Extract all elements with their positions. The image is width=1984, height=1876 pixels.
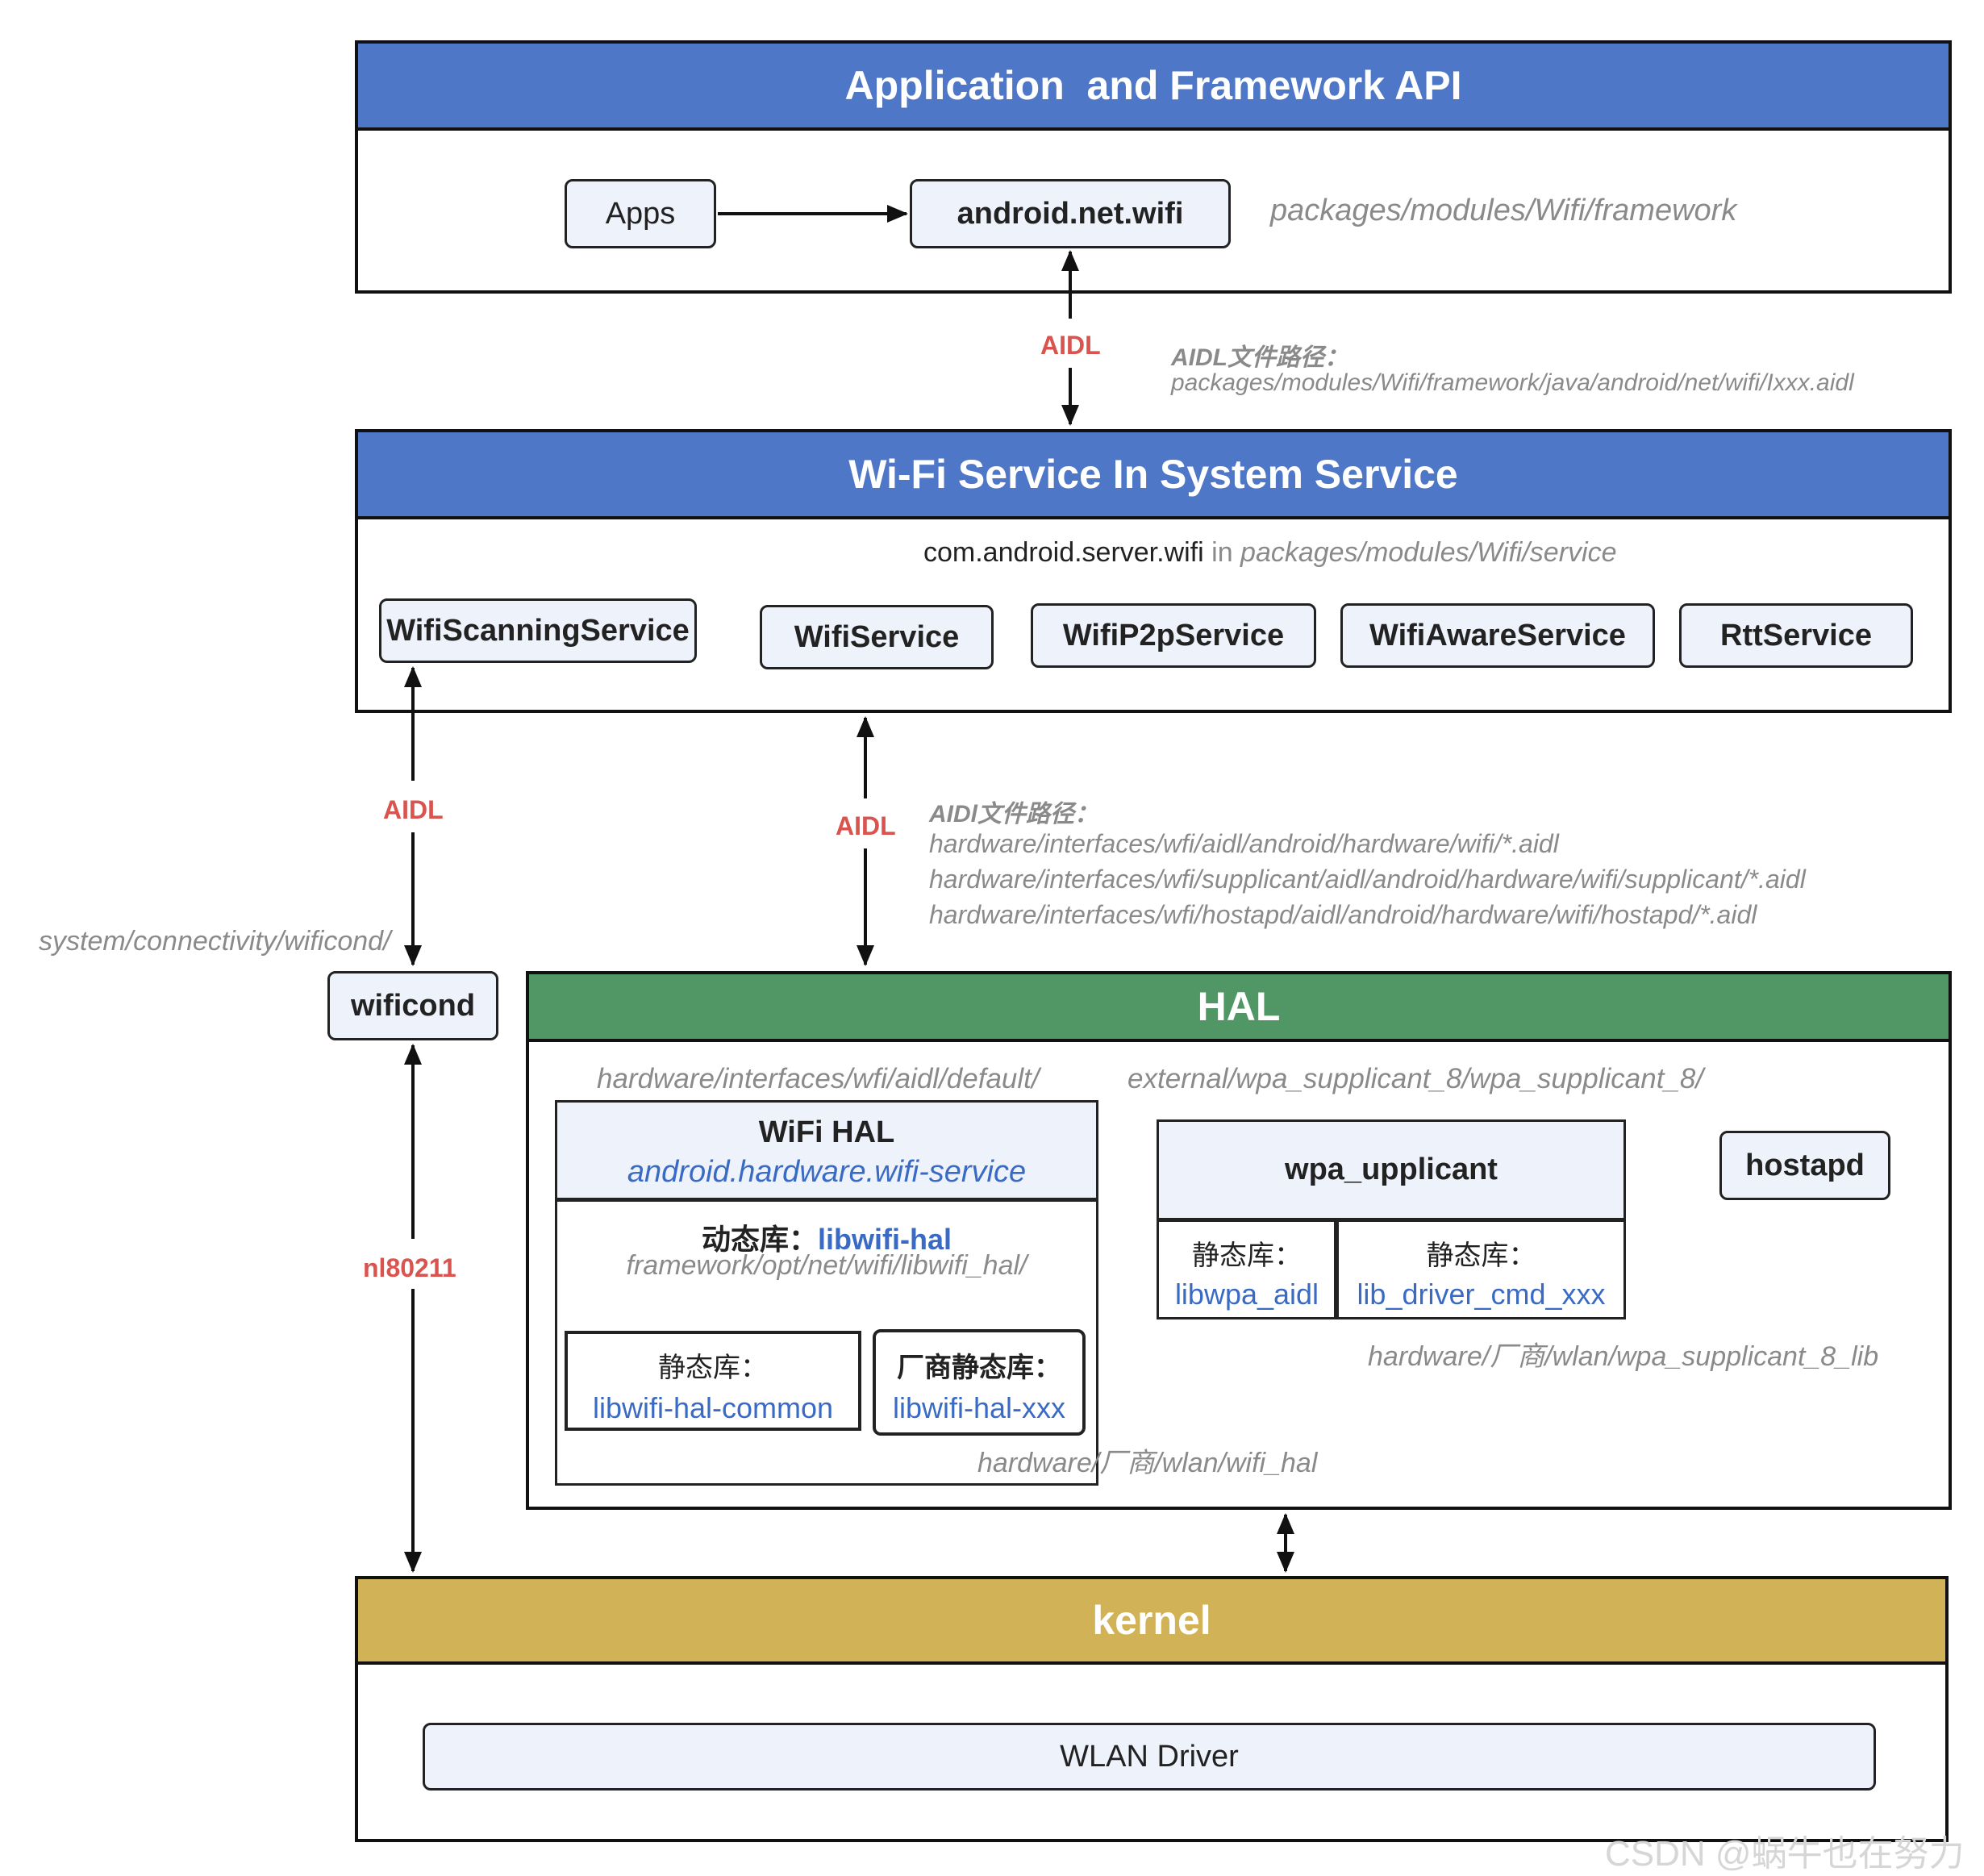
static-lib-name: libwifi-hal-common [592, 1391, 834, 1424]
vendor-lib-name: libwifi-hal-xxx [892, 1391, 1066, 1424]
watermark: CSDN @蜗牛也在努力 [1605, 1834, 1965, 1874]
wifi-hal-service: android.hardware.wifi-service [627, 1155, 1027, 1189]
hal-layer-title: HAL [526, 971, 1952, 1042]
aidl-note-path-3: hardware/interfaces/wfi/hostapd/aidl/and… [929, 900, 1757, 929]
wifi-hal-path: hardware/interfaces/wfi/aidl/default/ [597, 1063, 1040, 1094]
android-net-wifi-label: android.net.wifi [957, 196, 1184, 231]
service-box-wifiservice: WifiService [760, 605, 994, 669]
service-in-word: in [1203, 537, 1241, 568]
wpa-static1-label: 静态库： [1192, 1240, 1302, 1271]
wpa-static1-name: libwpa_aidl [1174, 1278, 1319, 1311]
service-package-path: packages/modules/Wifi/service [1240, 537, 1617, 568]
wpa-title: wpa_upplicant [1285, 1153, 1498, 1186]
hostapd-box: hostapd [1719, 1131, 1890, 1200]
static-lib-label: 静态库： [658, 1353, 768, 1383]
service-label-wifip2p: WifiP2pService [1062, 618, 1285, 652]
app-layer-title-text: Application and Framework API [844, 63, 1462, 108]
wpa-path: external/wpa_supplicant_8/wpa_supplicant… [1127, 1063, 1704, 1094]
wificond-path: system/connectivity/wificond/ [39, 926, 391, 957]
vendor-lib-box: 厂商静态库： libwifi-hal-xxx [873, 1329, 1086, 1436]
nl80211-label: nl80211 [363, 1253, 456, 1282]
service-layer-title-text: Wi-Fi Service In System Service [848, 452, 1458, 497]
apps-label: Apps [605, 196, 676, 231]
app-layer-title: Application and Framework API [355, 40, 1952, 131]
apps-box: Apps [565, 179, 716, 248]
aidl-note-path-2: hardware/interfaces/wfi/supplicant/aidl/… [929, 865, 1806, 894]
service-package-line: com.android.server.wifi in packages/modu… [923, 537, 1616, 569]
wpa-static2-box: 静态库： lib_driver_cmd_xxx [1334, 1219, 1626, 1319]
static-lib-box: 静态库： libwifi-hal-common [565, 1331, 861, 1431]
dyn-lib-line: 动态库：libwifi-hal [555, 1216, 1098, 1258]
vendor-wifi-hal-path: hardware/厂商/wlan/wifi_hal [977, 1448, 1318, 1478]
dyn-lib-prefix: 动态库： [701, 1223, 818, 1256]
wlan-driver-box: WLAN Driver [423, 1723, 1876, 1791]
vendor-lib-label: 厂商静态库： [897, 1353, 1061, 1383]
aidl-note-path-top: packages/modules/Wifi/framework/java/and… [1171, 369, 1854, 396]
service-box-rtt: RttService [1679, 603, 1913, 668]
framework-path: packages/modules/Wifi/framework [1270, 194, 1737, 227]
aidl-note-title-top: AIDL文件路径： [1171, 344, 1348, 371]
dyn-lib-path: framework/opt/net/wifi/libwifi_hal/ [626, 1250, 1027, 1281]
hal-layer-title-text: HAL [1197, 984, 1281, 1029]
service-package: com.android.server.wifi [923, 537, 1204, 568]
service-label-rtt: RttService [1720, 618, 1872, 652]
kernel-layer-title: kernel [355, 1576, 1949, 1665]
kernel-layer-title-text: kernel [1092, 1598, 1211, 1643]
service-box-wifip2p: WifiP2pService [1031, 603, 1316, 668]
wificond-label: wificond [350, 988, 476, 1023]
aidl-note-path-1: hardware/interfaces/wfi/aidl/android/har… [929, 829, 1559, 858]
wlan-driver-label: WLAN Driver [1060, 1739, 1239, 1774]
wifi-hal-title: WiFi HAL [758, 1115, 895, 1149]
service-layer-title: Wi-Fi Service In System Service [355, 429, 1952, 519]
wificond-box: wificond [327, 971, 498, 1040]
aidl-note-title-hal: AIDl文件路径： [929, 801, 1098, 828]
wpa-static1-box: 静态库： libwpa_aidl [1157, 1219, 1337, 1319]
aidl-label-left: AIDL [383, 795, 444, 824]
service-label-wifiservice: WifiService [794, 619, 960, 654]
aidl-label-top: AIDL [1040, 331, 1101, 360]
wpa-lib-path: hardware/厂商/wlan/wpa_supplicant_8_lib [1368, 1341, 1879, 1372]
wpa-static2-name: lib_driver_cmd_xxx [1357, 1278, 1606, 1311]
service-label-wifiscanning: WifiScanningService [386, 613, 690, 648]
service-label-wifiaware: WifiAwareService [1369, 618, 1626, 652]
aidl-label-right: AIDL [836, 811, 896, 840]
android-net-wifi-box: android.net.wifi [910, 179, 1231, 248]
wifi-hal-header: WiFi HAL android.hardware.wifi-service [555, 1100, 1098, 1202]
service-box-wifiaware: WifiAwareService [1340, 603, 1655, 668]
wpa-static2-label: 静态库： [1426, 1240, 1536, 1271]
service-box-wifiscanning: WifiScanningService [379, 598, 697, 663]
hostapd-label: hostapd [1745, 1148, 1865, 1182]
dyn-lib-name: libwifi-hal [818, 1223, 952, 1256]
